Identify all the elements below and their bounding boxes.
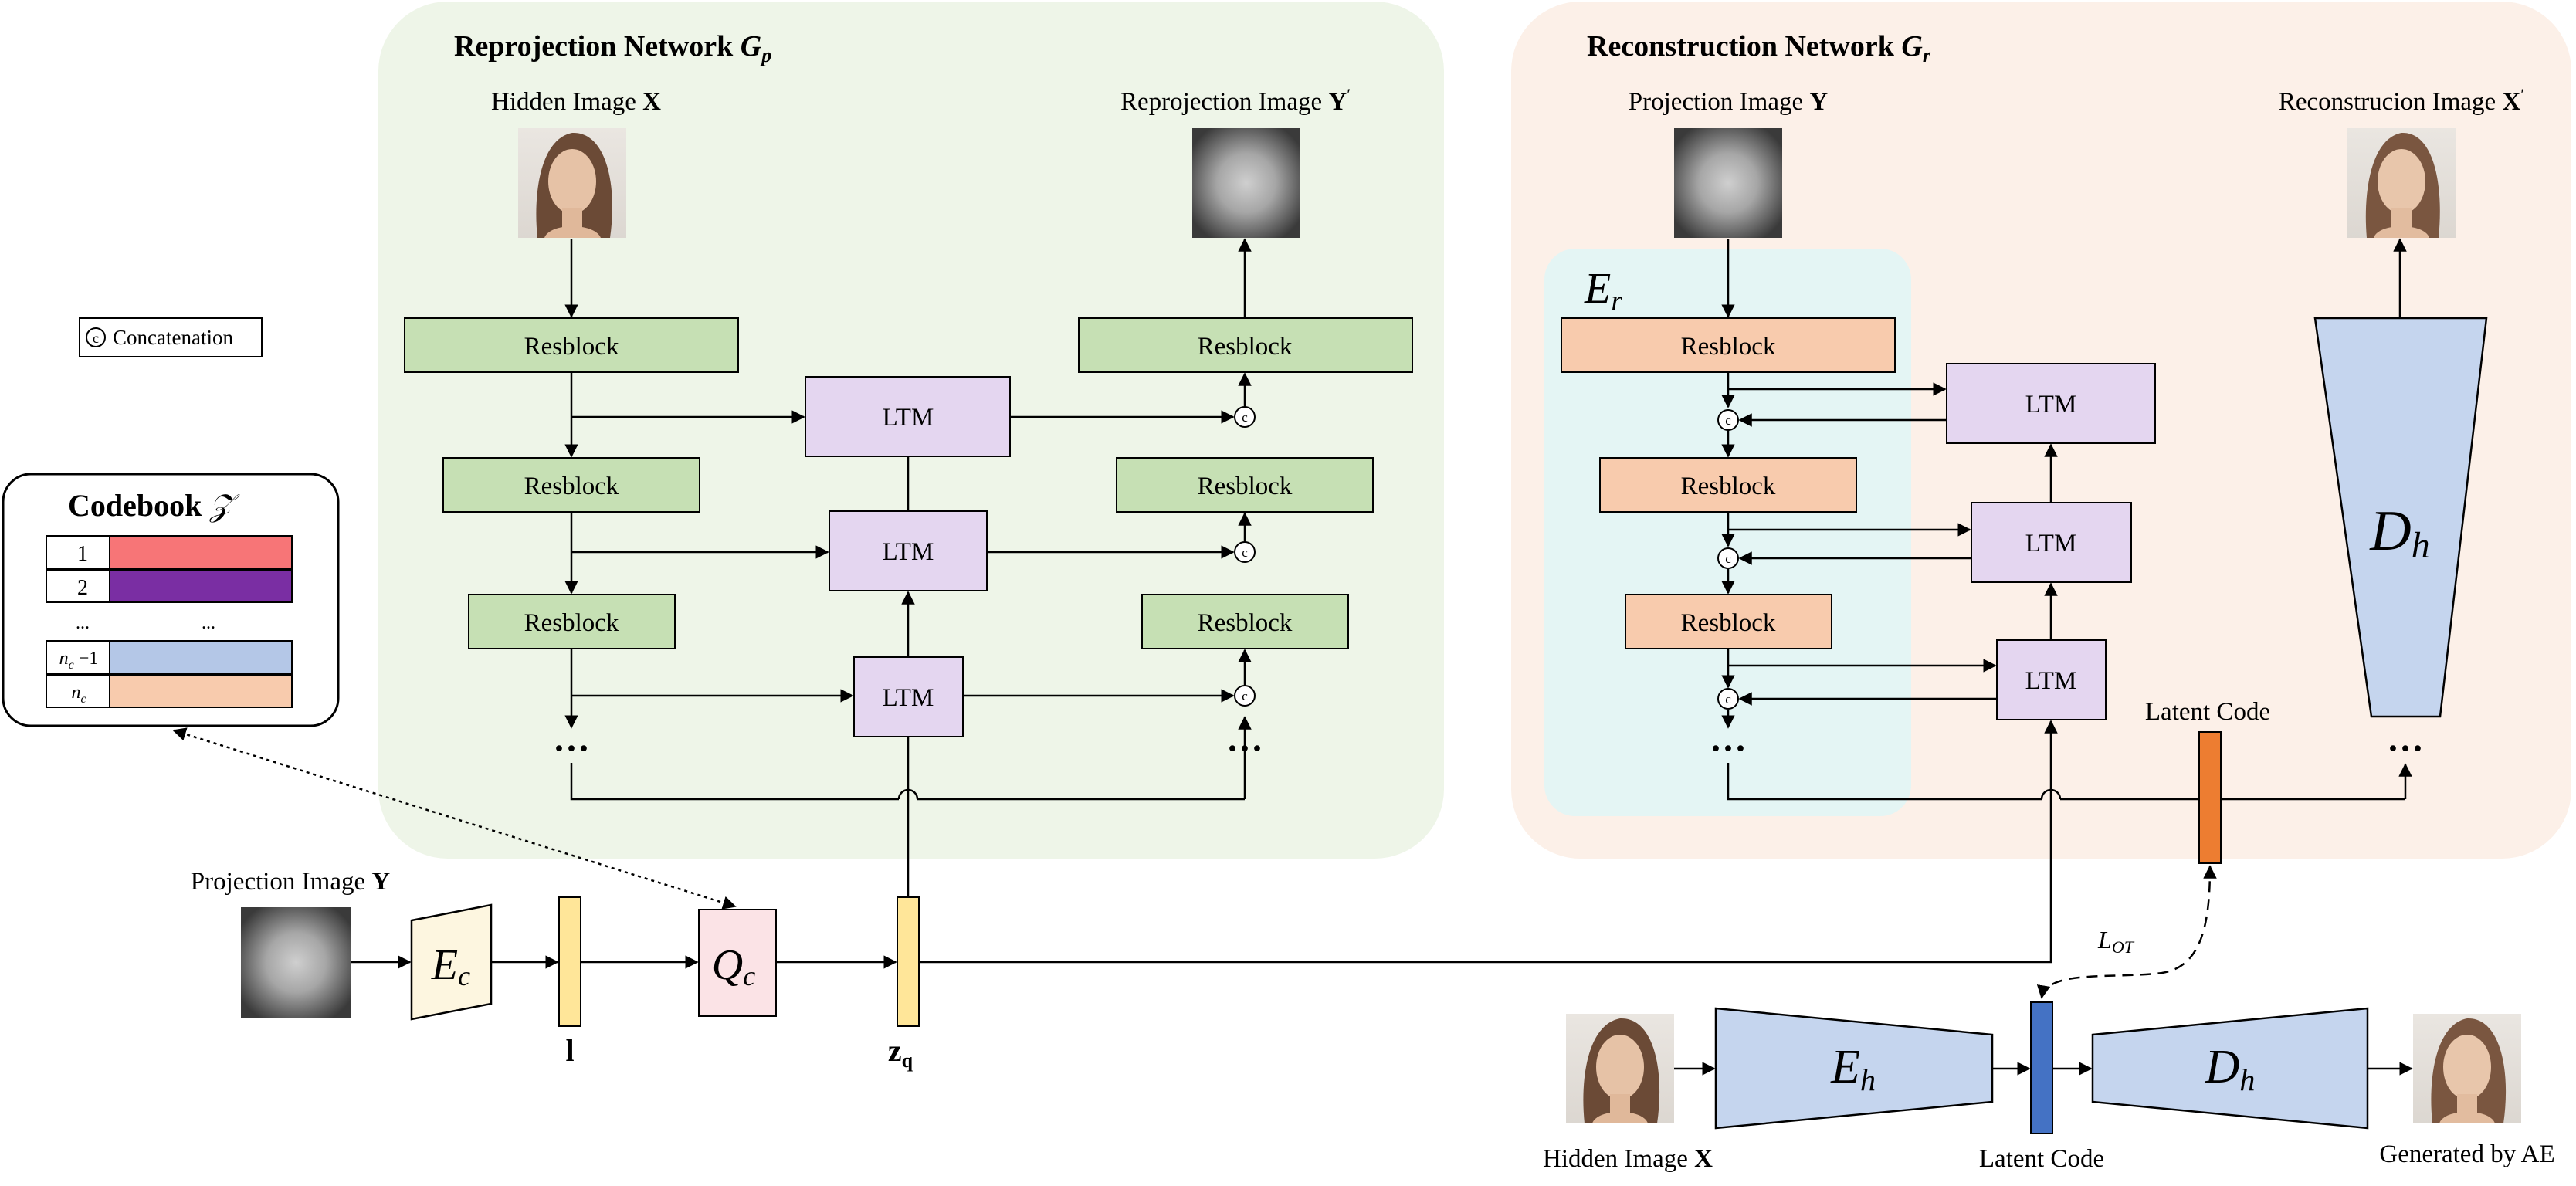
svg-text:c: c xyxy=(1242,545,1248,560)
lot-loss-label: LOT xyxy=(2097,926,2135,957)
ltm-g1 xyxy=(805,376,1011,457)
reconstruction-title: Reconstruction Network Gr xyxy=(1587,30,1931,66)
resblock-r2 xyxy=(1599,457,1857,513)
reconstruction-image-face xyxy=(2347,128,2456,238)
latent-zq-bar xyxy=(897,896,920,1027)
svg-text:c: c xyxy=(1725,413,1731,428)
svg-text:Resblock: Resblock xyxy=(1198,333,1293,361)
codebook-row-ellipsis-value: ... xyxy=(202,613,215,633)
codebook-row-ellipsis-index: ... xyxy=(76,613,90,633)
resblock-r3 xyxy=(1625,594,1832,649)
ellipsis-g-right: ··· xyxy=(1226,728,1263,769)
ltm-g3 xyxy=(853,656,964,737)
generated-image-face xyxy=(2413,1014,2521,1123)
codebook: Codebook 𝒵 1 2 ... ... nc −1 nc xyxy=(2,473,340,727)
ltm-r2 xyxy=(1971,502,2132,583)
svg-text:LTM: LTM xyxy=(883,684,934,712)
ltm-r1 xyxy=(1946,363,2156,444)
resblock-g3 xyxy=(468,594,676,649)
ltm-g2 xyxy=(829,510,988,591)
projection-image-label-bottom: Projection Image Y xyxy=(191,868,391,896)
svg-text:LTM: LTM xyxy=(2025,391,2077,418)
svg-text:LTM: LTM xyxy=(2025,667,2077,695)
resblock-g4 xyxy=(1078,317,1413,373)
encoder-eh-label: Eh xyxy=(1830,1041,1876,1097)
codebook-row-nc-minus-1-index: nc −1 xyxy=(59,649,99,672)
latent-code-bar-blue xyxy=(2030,1001,2053,1134)
ellipsis-r-right: ··· xyxy=(2387,728,2424,769)
svg-text:c: c xyxy=(1242,689,1248,703)
concat-node-g3 xyxy=(1234,685,1256,707)
resblock-g5 xyxy=(1116,457,1374,513)
svg-text:c: c xyxy=(1725,692,1731,707)
reconstruction-image-label: Reconstrucion Image X′ xyxy=(2279,85,2524,116)
encoder-er-label: Er xyxy=(1584,265,1622,317)
decoder-dh-top-label: Dh xyxy=(2369,500,2429,566)
hidden-image-label-top: Hidden Image X xyxy=(491,88,661,116)
reprojection-image xyxy=(1192,128,1300,238)
quantizer-qc-label: Qc xyxy=(712,941,755,991)
encoder-ec-label: Ec xyxy=(431,941,470,991)
svg-text:Resblock: Resblock xyxy=(1198,473,1293,500)
concat-node-g2 xyxy=(1234,541,1256,563)
bottom-pipeline-wiring xyxy=(351,955,2052,969)
codebook-row-nc-index: nc xyxy=(71,683,86,706)
hidden-image-label-bottom: Hidden Image X xyxy=(1543,1145,1713,1173)
generated-by-ae-label: Generated by AE xyxy=(2379,1140,2554,1168)
svg-text:Resblock: Resblock xyxy=(1681,333,1776,361)
reprojection-image-label: Reprojection Image Y′ xyxy=(1120,85,1351,116)
latent-code-label-bottom: Latent Code xyxy=(1979,1145,2104,1173)
projection-image-label-top: Projection Image Y xyxy=(1629,88,1829,116)
latent-code-bar-orange xyxy=(2198,731,2222,864)
ellipsis-g-left: ··· xyxy=(553,728,590,769)
projection-image-top xyxy=(1674,128,1782,238)
svg-text:Resblock: Resblock xyxy=(524,609,619,637)
latent-code-label-top: Latent Code xyxy=(2145,698,2270,726)
latent-l-bar xyxy=(558,896,581,1027)
quantizer-qc xyxy=(698,909,777,1017)
hidden-image-face-top xyxy=(518,128,626,238)
concatenation-legend: c Concatenation xyxy=(79,317,263,357)
svg-text:Resblock: Resblock xyxy=(1681,609,1776,637)
decoder-dh-bottom-label: Dh xyxy=(2205,1041,2256,1097)
svg-text:Concatenation: Concatenation xyxy=(113,326,233,349)
resblock-g6 xyxy=(1141,594,1349,649)
resblock-g1 xyxy=(404,317,739,373)
decoder-dh-bottom xyxy=(2091,1007,2369,1130)
codebook-row-2-index: 2 xyxy=(77,576,88,600)
svg-text:Resblock: Resblock xyxy=(524,333,619,361)
latent-zq-label: zq xyxy=(888,1033,913,1072)
resblock-g2 xyxy=(442,457,700,513)
hidden-image-face-bottom xyxy=(1566,1014,1674,1123)
reconstruction-wiring xyxy=(1721,238,2412,961)
decoder-dh-top xyxy=(2313,317,2488,718)
latent-l-label: l xyxy=(565,1033,574,1068)
concat-node-r3 xyxy=(1717,688,1739,710)
svg-text:Resblock: Resblock xyxy=(1198,609,1293,637)
reprojection-title: Reprojection Network Gp xyxy=(454,30,771,66)
encoder-ec xyxy=(410,903,493,1021)
svg-text:c: c xyxy=(1242,410,1248,425)
svg-text:LTM: LTM xyxy=(883,538,934,566)
concat-node-g1 xyxy=(1234,406,1256,428)
svg-text:Resblock: Resblock xyxy=(1681,473,1776,500)
codebook-row-1-index: 1 xyxy=(77,542,88,566)
concat-node-r1 xyxy=(1717,409,1739,431)
concat-node-r2 xyxy=(1717,547,1739,569)
projection-image-bottom xyxy=(241,907,351,1018)
resblock-r1 xyxy=(1561,317,1896,373)
autoencoder-wiring xyxy=(1674,865,2413,1076)
reprojection-wiring xyxy=(564,238,1252,897)
svg-text:c: c xyxy=(93,330,99,346)
svg-text:c: c xyxy=(1725,551,1731,566)
svg-text:LTM: LTM xyxy=(883,404,934,432)
codebook-title: Codebook 𝒵 xyxy=(68,488,240,523)
svg-text:Resblock: Resblock xyxy=(524,473,619,500)
encoder-eh xyxy=(1714,1007,1994,1130)
codebook-lookup-link xyxy=(172,727,737,910)
ellipsis-r-left: ··· xyxy=(1710,728,1747,769)
svg-text:LTM: LTM xyxy=(2025,530,2077,557)
